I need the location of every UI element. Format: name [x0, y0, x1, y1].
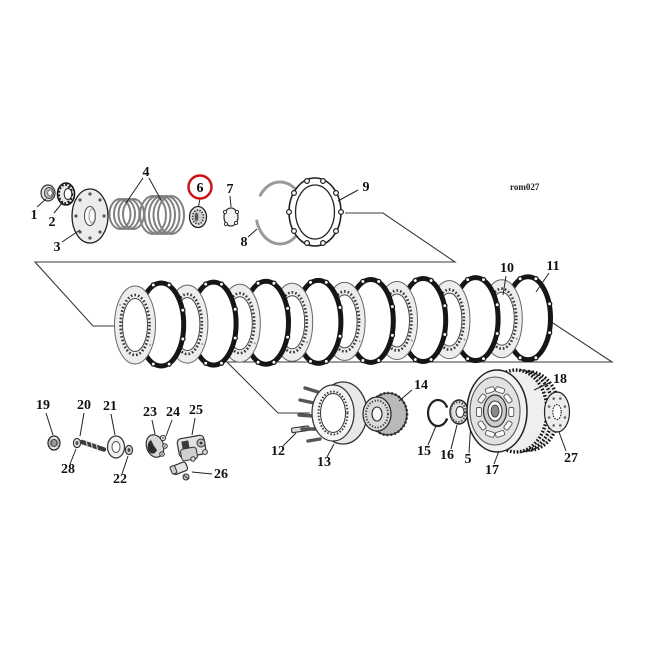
part-small-nut [124, 444, 134, 456]
part-label-21: 21 [103, 399, 117, 414]
part-releasing-disc [286, 177, 345, 247]
part-label-12: 12 [271, 444, 285, 459]
part-label-26: 26 [214, 467, 228, 482]
part-label-16: 16 [440, 448, 454, 463]
part-label-2: 2 [49, 215, 56, 230]
part-label-18: 18 [553, 372, 567, 387]
leader-lines [36, 177, 567, 475]
red-highlight-circle [187, 174, 213, 200]
part-sprocket-spacer-disc [543, 391, 571, 433]
part-bearing-small [56, 182, 76, 206]
part-label-7: 7 [227, 182, 234, 197]
part-clutch-springs [108, 195, 185, 235]
part-adjusting-screw [72, 437, 107, 452]
part-pressure-plate [71, 188, 109, 244]
part-label-11: 11 [546, 259, 559, 274]
part-release-lever [176, 434, 208, 462]
part-label-4: 4 [143, 165, 150, 180]
part-label-13: 13 [317, 455, 331, 470]
part-label-5: 5 [465, 452, 472, 467]
friction-plate [113, 284, 157, 366]
part-retaining-ring-small [427, 398, 449, 428]
watermark-code: rom027 [510, 182, 540, 192]
part-label-17: 17 [485, 463, 499, 478]
part-label-19: 19 [36, 398, 50, 413]
zigzag-separator-upper [33, 212, 457, 327]
part-label-3: 3 [54, 240, 61, 255]
part-hub-bearing [449, 399, 469, 425]
part-label-27: 27 [564, 451, 578, 466]
part-label-22: 22 [113, 472, 127, 487]
part-washer [106, 435, 126, 459]
part-label-10: 10 [500, 261, 514, 276]
part-label-9: 9 [363, 180, 370, 195]
part-hub-extension [362, 391, 409, 437]
part-lock-plate [222, 207, 240, 227]
part-label-23: 23 [143, 405, 157, 420]
part-lever-clip [169, 461, 190, 481]
part-label-6: 6 [197, 181, 204, 196]
part-label-14: 14 [414, 378, 428, 393]
part-label-15: 15 [417, 444, 431, 459]
part-label-20: 20 [77, 398, 91, 413]
part-label-8: 8 [241, 235, 248, 250]
part-label-25: 25 [189, 403, 203, 418]
clutch-plate-stack [113, 277, 552, 367]
part-adjusting-nut [47, 435, 61, 451]
part-lever-bracket [145, 434, 168, 458]
part-clutch-shell [466, 369, 528, 453]
part-label-24: 24 [166, 405, 180, 420]
part-clutch-hub [297, 381, 368, 445]
part-label-1: 1 [31, 208, 38, 223]
part-nut [40, 184, 56, 202]
part-adjuster-nut [188, 205, 208, 229]
part-label-28: 28 [61, 462, 75, 477]
